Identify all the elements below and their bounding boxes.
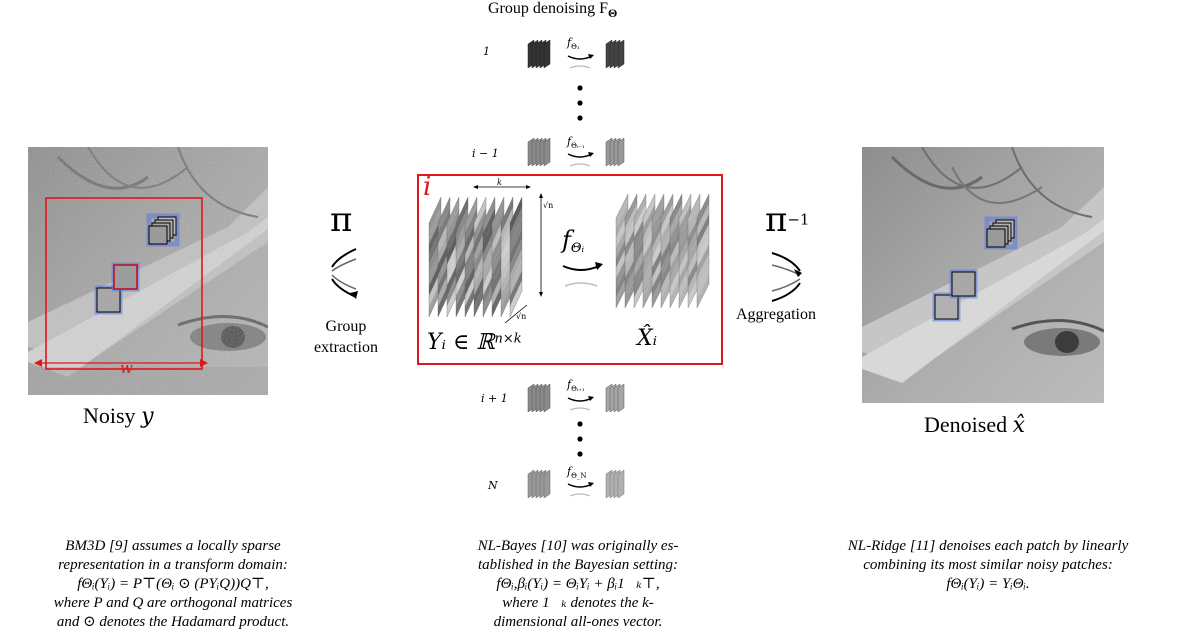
group-op-1: fΘ₁ <box>567 36 580 52</box>
y-label: Yᵢ ∈ ℝn×k <box>427 330 522 355</box>
k-label: k <box>497 178 502 187</box>
group-stack-noisy-prev <box>526 136 554 172</box>
group-stack-noisy-last <box>526 468 554 504</box>
noisy-caption: Noisy y <box>83 403 154 429</box>
group-i-index: i <box>423 172 432 202</box>
bm3d-caption: BM3D [9] assumes a locally sparse repres… <box>53 538 293 630</box>
noisy-image <box>28 146 269 395</box>
arrow-icon <box>566 52 596 78</box>
center-op: fΘᵢ <box>562 226 585 257</box>
pi-symbol: π <box>330 200 353 240</box>
group-stack-denoised-1 <box>604 38 630 74</box>
group-op-next: fΘᵢ₊₁ <box>567 378 585 394</box>
group-stack-denoised-prev <box>604 136 630 172</box>
group-stack-denoised-last <box>604 468 630 504</box>
group-i-box <box>417 174 723 365</box>
aggregation-arrows-icon <box>766 247 806 309</box>
ellipsis-top-icon <box>576 84 584 126</box>
group-denoising-title: Group denoising FΘ <box>488 0 618 21</box>
group-index-1: 1 <box>483 45 490 58</box>
group-op-last: fΘ_N <box>567 465 587 481</box>
center-arrow-icon <box>559 260 607 298</box>
group-stack-denoised-next <box>604 382 630 418</box>
ellipsis-bottom-icon <box>576 420 584 462</box>
group-stack-noisy-1 <box>526 38 554 74</box>
noisy-group-stack <box>425 183 547 329</box>
patch-sheet <box>696 193 710 309</box>
group-op-prev: fΘᵢ₋₁ <box>567 135 585 151</box>
group-index-prev: i − 1 <box>472 147 499 160</box>
sqrt-n-bottom-label: √n <box>516 312 527 321</box>
group-stack-noisy-next <box>526 382 554 418</box>
group-extraction-arrows-icon <box>326 243 362 305</box>
patch-sheet <box>509 196 523 318</box>
pi-inverse-symbol: π−1 <box>765 200 810 240</box>
denoised-caption: Denoised x̂ <box>924 412 1026 438</box>
group-index-next: i + 1 <box>481 392 508 405</box>
arrow-icon <box>566 150 596 176</box>
x-hat-label: X̂ᵢ <box>637 326 658 351</box>
arrow-icon <box>566 394 596 420</box>
arrow-icon <box>566 480 596 506</box>
aggregation-label: Aggregation <box>736 306 816 323</box>
nlbayes-caption: NL-Bayes [10] was originally es- tablish… <box>477 538 679 630</box>
group-extraction-label: Group extraction <box>314 318 378 356</box>
group-index-last: N <box>488 479 498 492</box>
denoised-image <box>862 146 1105 403</box>
denoised-group-stack <box>612 186 722 320</box>
nlridge-caption: NL-Ridge [11] denoises each patch by lin… <box>847 538 1129 592</box>
sqrt-n-top-label: √n <box>543 201 554 210</box>
w-label: w <box>120 359 133 377</box>
